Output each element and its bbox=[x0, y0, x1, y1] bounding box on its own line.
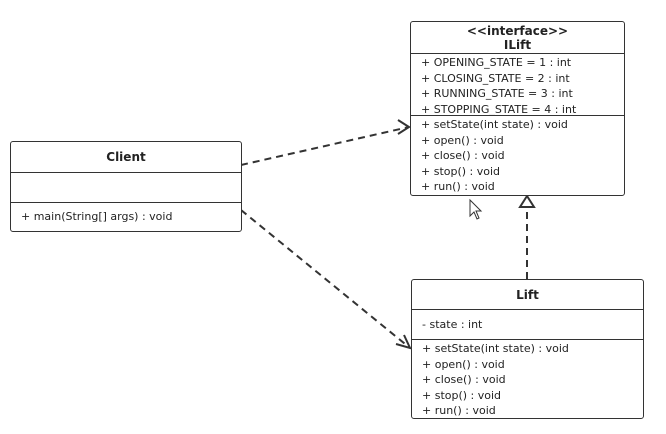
class-name: ILift bbox=[503, 38, 532, 52]
attributes-section bbox=[11, 173, 241, 203]
attribute: + RUNNING_STATE = 3 : int bbox=[421, 87, 573, 100]
method: + stop() : void bbox=[421, 164, 501, 178]
method: + open() : void bbox=[421, 133, 504, 147]
method: + open() : void bbox=[422, 357, 505, 371]
methods-section: + setState(int state) : void + open() : … bbox=[411, 116, 624, 195]
attribute: + STOPPING_STATE = 4 : int bbox=[421, 102, 577, 116]
class-lift[interactable]: Lift - state : int + setState(int state)… bbox=[411, 279, 644, 419]
class-header: Client bbox=[11, 142, 241, 173]
arrowhead-open bbox=[397, 119, 411, 135]
attribute: + OPENING_STATE = 1 : int bbox=[421, 56, 572, 69]
method: + close() : void bbox=[422, 373, 506, 386]
class-name: Lift bbox=[516, 288, 539, 302]
cursor-icon bbox=[469, 198, 483, 220]
attribute: + CLOSING_STATE = 2 : int bbox=[421, 71, 570, 85]
class-ilift[interactable]: <<interface>> ILift + OPENING_STATE = 1 … bbox=[410, 21, 625, 196]
method: + close() : void bbox=[421, 149, 505, 162]
method: + run() : void bbox=[421, 180, 495, 193]
arrowhead-open bbox=[395, 334, 412, 350]
method: + main(String[] args) : void bbox=[21, 210, 173, 223]
attributes-section: - state : int bbox=[412, 310, 643, 340]
attribute: - state : int bbox=[422, 318, 483, 331]
method: + setState(int state) : void bbox=[421, 118, 568, 131]
method: + stop() : void bbox=[422, 388, 502, 402]
class-header: Lift bbox=[412, 280, 643, 310]
dependency-client-lift bbox=[240, 209, 411, 349]
method: + setState(int state) : void bbox=[422, 342, 569, 355]
arrowhead-triangle bbox=[518, 194, 536, 208]
class-header: <<interface>> ILift bbox=[411, 22, 624, 54]
class-client[interactable]: Client + main(String[] args) : void bbox=[10, 141, 242, 232]
class-name: Client bbox=[106, 150, 146, 164]
stereotype: <<interface>> bbox=[466, 24, 569, 38]
methods-section: + main(String[] args) : void bbox=[11, 203, 241, 231]
dependency-client-ilift bbox=[240, 126, 410, 166]
method: + run() : void bbox=[422, 404, 496, 417]
attributes-section: + OPENING_STATE = 1 : int + CLOSING_STAT… bbox=[411, 54, 624, 116]
methods-section: + setState(int state) : void + open() : … bbox=[412, 340, 643, 418]
